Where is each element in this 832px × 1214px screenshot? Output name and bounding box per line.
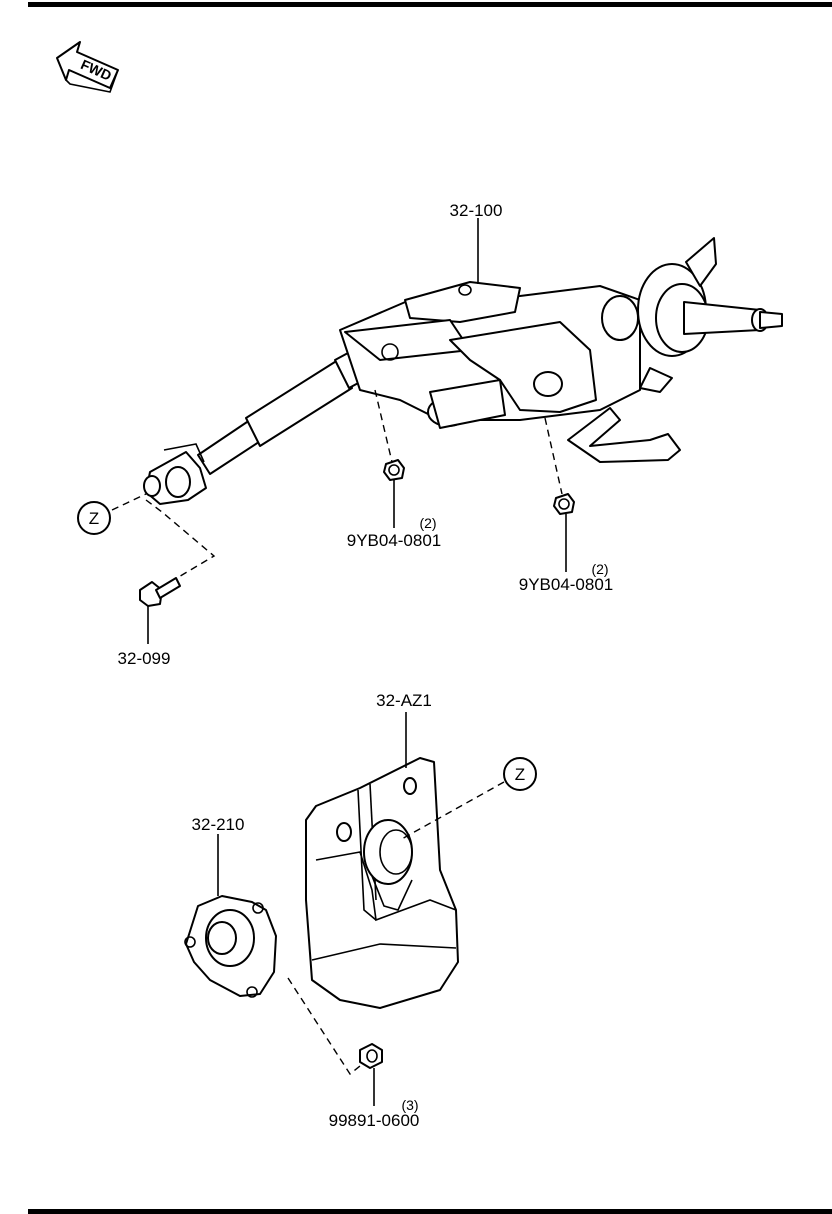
nut-9yb04-0801-a-drawing xyxy=(374,389,405,528)
column-cover-drawing xyxy=(305,712,459,1009)
qty-label-9yb04-0801-b: (2) xyxy=(591,561,608,577)
part-label-9yb04-0801-a: 9YB04-0801 xyxy=(347,531,442,550)
nut-99891-0600-drawing xyxy=(287,977,383,1106)
qty-label-99891-0600: (3) xyxy=(401,1097,418,1113)
marker-z-lower-label: Z xyxy=(515,765,525,784)
part-label-99891-0600: 99891-0600 xyxy=(329,1111,420,1130)
part-label-9yb04-0801-b: 9YB04-0801 xyxy=(519,575,614,594)
top-border-rule xyxy=(28,2,832,7)
part-label-32-099: 32-099 xyxy=(118,649,171,668)
part-label-32-100: 32-100 xyxy=(450,201,503,220)
fwd-arrow-icon: FWD xyxy=(56,41,119,93)
nut-9yb04-0801-b-drawing xyxy=(544,417,575,572)
bottom-border-rule xyxy=(28,1209,832,1214)
boot-32-210-drawing xyxy=(184,834,277,998)
marker-z-upper-label: Z xyxy=(89,509,99,528)
part-label-32-az1: 32-AZ1 xyxy=(376,691,432,710)
reference-marker-z-upper: Z xyxy=(77,493,147,535)
steering-column-drawing xyxy=(143,218,783,505)
reference-marker-z-lower: Z xyxy=(399,757,537,841)
qty-label-9yb04-0801-a: (2) xyxy=(419,515,436,531)
bolt-32-099-drawing xyxy=(139,499,216,644)
part-label-32-210: 32-210 xyxy=(192,815,245,834)
